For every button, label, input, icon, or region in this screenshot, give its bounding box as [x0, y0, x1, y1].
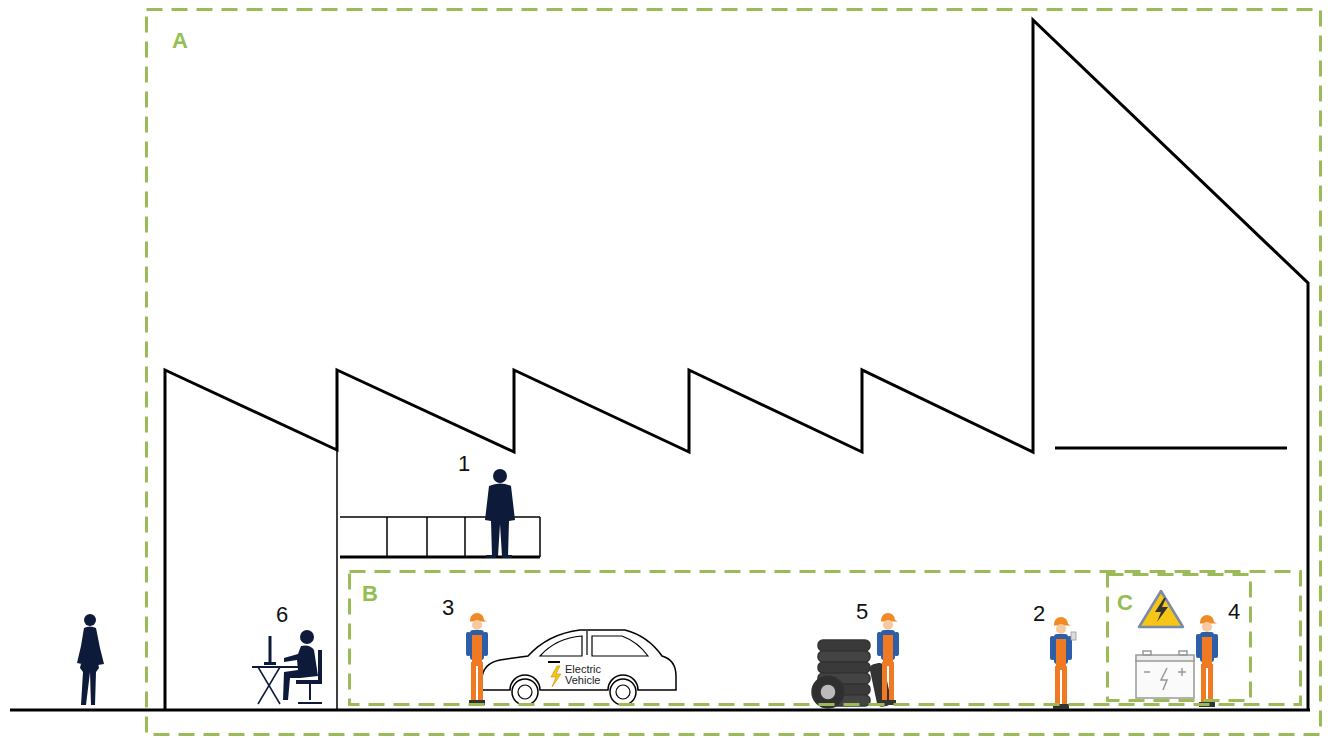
- callout-number: 4: [1228, 601, 1240, 623]
- mechanic-figures: [466, 613, 1218, 709]
- callout-number: 5: [856, 601, 868, 623]
- illustration-part: [1055, 447, 1287, 450]
- dashed-border: [147, 10, 1321, 735]
- region-outline: [348, 570, 1302, 706]
- illustration-part: [877, 613, 899, 705]
- callout-number: 3: [442, 597, 454, 619]
- illustration-part: [502, 555, 512, 558]
- region-letter: C: [1117, 592, 1133, 614]
- illustration-part: [1144, 671, 1150, 673]
- region-box: BC: [348, 570, 1302, 706]
- illustration-part: [165, 20, 1308, 710]
- illustration-part: [10, 709, 1310, 712]
- vehicle-label: Electric Vehicle: [565, 664, 609, 686]
- illustration-part: [818, 651, 870, 662]
- manager-figure: [485, 469, 515, 558]
- region-box: C: [1106, 573, 1252, 702]
- illustration-part: [592, 636, 648, 656]
- illustration-part: [493, 469, 507, 483]
- illustration-part: [610, 679, 636, 705]
- region-box: ABC: [145, 8, 1322, 736]
- illustration-part: [269, 636, 272, 664]
- callout-number: 6: [276, 604, 288, 626]
- callout-number: 2: [1033, 603, 1045, 625]
- illustration-part: [264, 662, 276, 665]
- battery-symbol: [1136, 651, 1194, 698]
- illustration-part: [1071, 632, 1076, 640]
- illustration-part: [283, 646, 318, 701]
- illustration-part: [1155, 598, 1168, 622]
- illustration-part: [1179, 651, 1187, 655]
- dashed-border: [350, 572, 1301, 705]
- illustration-part: [482, 630, 676, 690]
- illustration-part: [1181, 668, 1183, 676]
- illustration-part: [252, 666, 302, 668]
- illustration-part: [386, 517, 388, 557]
- illustration-part: [512, 679, 538, 705]
- illustration-part: [1143, 651, 1151, 655]
- illustration-part: [818, 662, 870, 673]
- illustration-part: [818, 640, 870, 651]
- illustration-part: [466, 613, 488, 705]
- illustration-part: [300, 630, 314, 644]
- illustration-part: [426, 517, 428, 557]
- illustration-part: [1161, 668, 1167, 690]
- illustration-part: [258, 667, 280, 704]
- illustration-part: [1139, 591, 1183, 627]
- illustration-part: [464, 517, 466, 557]
- ground-line: [10, 710, 1310, 711]
- dashed-border: [1108, 575, 1251, 701]
- factory-outline: [165, 20, 1308, 710]
- region-letter: B: [362, 583, 378, 605]
- mezzanine: [340, 517, 540, 557]
- illustration-part: [296, 650, 322, 684]
- electric-car: [470, 630, 676, 705]
- illustration-part: [258, 667, 280, 704]
- illustration-part: [616, 685, 630, 699]
- region-outline: [145, 8, 1322, 736]
- illustration-part: [1196, 615, 1218, 707]
- illustration-part: [309, 684, 311, 700]
- illustration-part: [1136, 655, 1194, 661]
- illustration-part: [518, 685, 532, 699]
- illustration-part: [77, 627, 104, 706]
- callout-number: 1: [458, 453, 470, 475]
- illustration-part: [1136, 660, 1194, 698]
- illustration-part: [540, 636, 582, 656]
- illustration-part: [340, 556, 540, 559]
- illustration-part: [84, 614, 96, 626]
- illustration-part: [551, 666, 561, 687]
- illustration-part: [586, 631, 587, 655]
- illustration-part: [1050, 617, 1072, 709]
- illustration-part: [486, 555, 496, 558]
- region-letter: A: [172, 30, 188, 52]
- illustration-part: [820, 684, 836, 700]
- illustration-part: [485, 484, 515, 557]
- illustration-part: [298, 702, 322, 704]
- warning-sign: [1139, 591, 1183, 627]
- visitor-figure: [77, 614, 104, 705]
- illustration-part: [548, 661, 560, 663]
- office-worker-figure: [252, 630, 322, 704]
- illustration-part: [336, 450, 338, 710]
- illustration-part: [539, 517, 541, 557]
